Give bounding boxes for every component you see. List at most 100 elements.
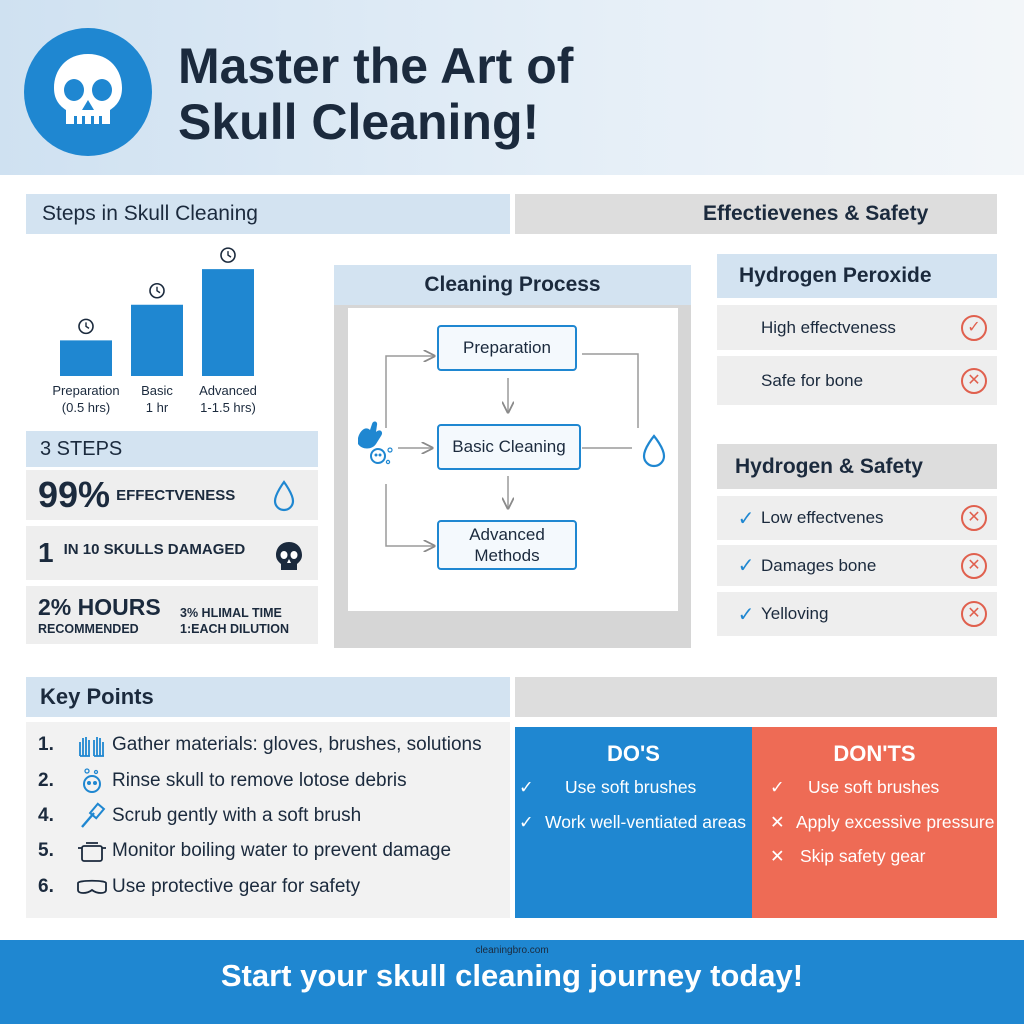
- list-item-number: 2.: [38, 770, 54, 791]
- table-row: ✓ Damages bone ✕: [717, 545, 997, 586]
- list-item: 6. Use protective gear for safety: [38, 872, 360, 902]
- checkmark-icon: ✓: [737, 555, 755, 577]
- list-item-text: Gather materials: gloves, brushes, solut…: [112, 734, 482, 755]
- stat-damaged: 1 IN 10 SKULLS DAMAGED: [26, 526, 318, 580]
- clock-icon: [220, 247, 236, 263]
- stat-hours: 2% HOURS RECOMMENDED 3% HLIMAL TIME 1:EA…: [26, 586, 318, 644]
- dos-item: ✓ Use soft brushes: [519, 777, 696, 798]
- dos-donts-header-bar: [515, 677, 997, 717]
- process-step-preparation-label: Preparation: [463, 338, 551, 357]
- damaged-skull-icon: [276, 542, 302, 570]
- goggles-icon: [72, 877, 112, 897]
- table-row: Safe for bone ✕: [717, 356, 997, 405]
- process-step-basic-cleaning[interactable]: Basic Cleaning: [437, 424, 581, 470]
- x-icon: ✕: [770, 846, 785, 866]
- steps-section-title: Steps in Skull Cleaning: [42, 202, 258, 225]
- title-line-2: Skull Cleaning!: [178, 94, 540, 150]
- checkmark-icon: ✓: [737, 603, 755, 626]
- table-row: High effectveness ✓: [717, 305, 997, 350]
- key-points-title: Key Points: [40, 684, 154, 709]
- stat-hours-note-2: 1:EACH DILUTION: [180, 622, 290, 636]
- steps-section-header: Steps in Skull Cleaning: [26, 194, 510, 234]
- dos-item-text: Work well-ventiated areas: [545, 812, 747, 832]
- chart-category-label: Advanced: [199, 383, 257, 398]
- donts-panel: DON'TS ✓ Use soft brushes ✕ Apply excess…: [752, 727, 997, 918]
- donts-item-text: Apply excessive pressure: [796, 812, 995, 832]
- hand-skull-icon: [358, 421, 393, 465]
- list-item-number: 6.: [38, 876, 54, 897]
- row-label: High effectveness: [761, 317, 896, 337]
- process-connectors: [358, 308, 666, 611]
- process-step-advanced-line-1: Advanced: [469, 525, 545, 544]
- chart-category-label: Preparation: [52, 383, 119, 398]
- dos-title: DO'S: [607, 741, 660, 766]
- list-item-text: Use protective gear for safety: [112, 876, 361, 897]
- chart-sub-label: 1-1.5 hrs): [200, 400, 256, 415]
- title-line-1: Master the Art of: [178, 38, 574, 94]
- list-item-number: 1.: [38, 734, 54, 755]
- chart-sub-label: (0.5 hrs): [62, 400, 110, 415]
- process-step-advanced-line-2: Methods: [474, 546, 540, 565]
- stat-steps-text: 3 STEPS: [40, 437, 123, 460]
- donts-item-text: Skip safety gear: [800, 846, 926, 866]
- x-circle-icon: ✕: [961, 367, 987, 394]
- dos-item-text: Use soft brushes: [565, 777, 697, 797]
- donts-title: DON'TS: [833, 741, 916, 766]
- donts-item: ✕ Apply excessive pressure: [770, 812, 994, 833]
- chart-category-label: Basic: [141, 383, 173, 398]
- hydrogen-safety-header: Hydrogen & Safety: [717, 444, 997, 489]
- effectiveness-section-title: Effectievenes & Safety: [703, 202, 929, 225]
- x-circle-icon: ✕: [961, 505, 987, 531]
- stat-effectiveness-value: 99%: [38, 474, 111, 515]
- chart-bar-advanced: [202, 269, 254, 376]
- logo-badge: [24, 28, 152, 156]
- connector-to-preparation: [385, 356, 434, 428]
- check-circle-icon: ✓: [961, 314, 987, 341]
- donts-item: ✕ Skip safety gear: [770, 846, 925, 867]
- list-item: 2. Rinse skull to remove lotose debris: [38, 766, 407, 796]
- checkmark-icon: ✓: [519, 777, 534, 797]
- connector-to-advanced: [385, 484, 434, 546]
- page-title: Master the Art of Skull Cleaning!: [178, 38, 978, 150]
- skull-icon: [54, 54, 122, 124]
- steps-bar-chart: Preparation (0.5 hrs) Basic 1 hr Advanced 1-1…: [52, 247, 257, 415]
- row-label: Safe for bone: [761, 370, 864, 390]
- footer-url[interactable]: cleaningbro.com: [475, 945, 549, 956]
- checkmark-icon: ✓: [770, 777, 785, 797]
- cleaning-process-header: Cleaning Process: [334, 265, 691, 305]
- hydrogen-peroxide-title: Hydrogen Peroxide: [739, 264, 932, 287]
- list-item-text: Rinse skull to remove lotose debris: [112, 770, 407, 791]
- effectiveness-section-header: Effectievenes & Safety: [515, 194, 997, 234]
- footer-call-to-action: Start your skull cleaning journey today!: [220, 958, 804, 993]
- list-item: 4. Scrub gently with a soft brush: [38, 801, 361, 831]
- skull-bubbles-icon: [72, 767, 112, 795]
- key-points-list: 1. Gather materials: gloves, brushes, so…: [26, 722, 510, 918]
- stat-damaged-label: IN 10 SKULLS DAMAGED: [63, 540, 246, 558]
- table-row: ✓ Low effectvenes ✕: [717, 496, 997, 540]
- donts-item: ✓ Use soft brushes: [770, 777, 939, 798]
- list-item: 1. Gather materials: gloves, brushes, so…: [38, 730, 482, 760]
- row-label: Damages bone: [761, 555, 877, 575]
- process-step-preparation[interactable]: Preparation: [437, 325, 577, 371]
- row-label: Low effectvenes: [761, 508, 884, 527]
- pot-icon: [72, 838, 112, 864]
- chart-sub-label: 1 hr: [146, 400, 169, 415]
- list-item-number: 5.: [38, 840, 54, 861]
- x-circle-icon: ✕: [961, 601, 987, 627]
- process-water-drop-icon: [642, 434, 666, 468]
- stat-effectiveness-label: EFFECTVENESS: [116, 486, 236, 504]
- clock-icon: [149, 282, 165, 299]
- brush-icon: [72, 802, 112, 830]
- list-item: 5. Monitor boiling water to prevent dama…: [38, 836, 451, 866]
- connector-prep-right: [582, 353, 639, 428]
- x-icon: ✕: [770, 812, 785, 832]
- process-step-advanced-methods[interactable]: Advanced Methods: [437, 520, 577, 570]
- hydrogen-safety-title: Hydrogen & Safety: [735, 454, 923, 478]
- header-banner: [0, 0, 1024, 175]
- footer-banner: [0, 940, 1024, 1024]
- process-step-basic-label: Basic Cleaning: [452, 437, 566, 456]
- row-label: Yelloving: [761, 604, 829, 623]
- table-row: ✓ Yelloving ✕: [717, 592, 997, 636]
- stat-damaged-value: 1: [38, 537, 54, 568]
- list-item-text: Scrub gently with a soft brush: [112, 805, 362, 826]
